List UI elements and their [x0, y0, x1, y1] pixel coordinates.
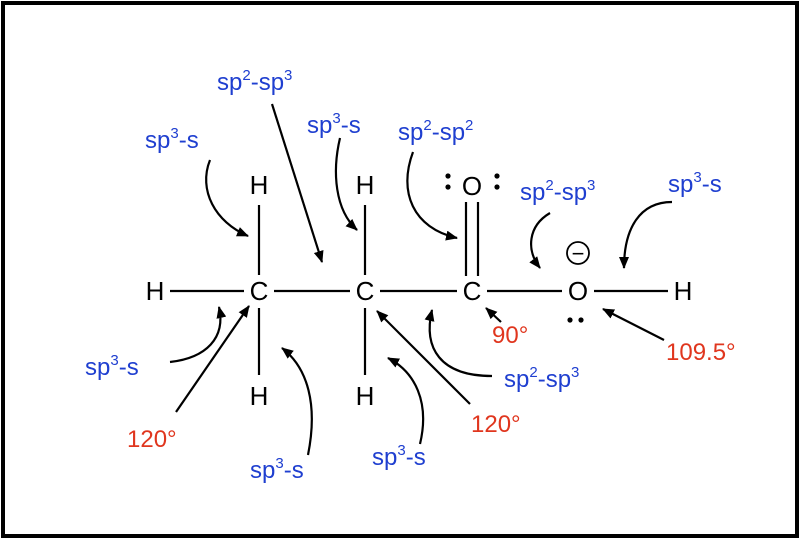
charge-circle: [566, 241, 590, 265]
atom-h-c1-top: H: [250, 170, 269, 200]
atom-h-c2-bottom: H: [356, 381, 375, 411]
arrow-h-c1-left: [169, 306, 227, 364]
arrow-c2c3: [424, 309, 493, 378]
atom-c2: C: [356, 276, 375, 306]
arrow-c2-bottom: [387, 357, 425, 445]
angle-c1: 120°: [127, 426, 177, 453]
lone-pairs: [445, 173, 584, 323]
arrow-c-o-single: [529, 212, 551, 269]
label-c1-bottom: sp3-s: [250, 455, 304, 484]
arrows: [169, 103, 673, 456]
arrow-angle-o: [602, 308, 665, 341]
label-oh: sp3-s: [668, 169, 722, 198]
atom-c3: C: [463, 276, 482, 306]
angle-c3: 90°: [492, 322, 528, 349]
arrow-c1c2: [270, 103, 324, 263]
lone-pair-hydroxyl: [567, 317, 584, 323]
arrow-angle-c1: [175, 305, 250, 413]
lone-pair-carbonyl-right: [494, 173, 500, 190]
atom-h-c2-top: H: [356, 170, 375, 200]
atom-o-hydroxyl: O: [568, 276, 588, 306]
atom-h-right: H: [674, 276, 693, 306]
atoms: H C C C O O H H H H H: [146, 170, 693, 411]
angle-c2: 120°: [471, 411, 521, 438]
atom-o-carbonyl: O: [462, 171, 482, 201]
label-h-c1-left: sp3-s: [85, 352, 139, 381]
atom-c1: C: [250, 276, 269, 306]
arrow-c1-top: [205, 159, 249, 238]
label-co-double: sp2-sp2: [398, 117, 473, 146]
atom-h-left: H: [146, 276, 165, 306]
angle-o: 109.5°: [666, 339, 736, 366]
charge-minus-sign: −: [572, 241, 585, 266]
label-c2c3: sp2-sp3: [504, 364, 579, 393]
arrow-co-double: [406, 151, 458, 241]
hybridization-labels: sp3-s sp2-sp3 sp3-s sp2-sp2 sp2-sp3 sp3-…: [85, 67, 722, 484]
lone-pair-carbonyl-left: [445, 173, 451, 190]
label-c2-top: sp3-s: [307, 110, 361, 139]
arrow-oh: [619, 200, 673, 269]
negative-charge: −: [566, 241, 590, 266]
label-c1-top: sp3-s: [145, 125, 199, 154]
arrow-c2-top: [334, 137, 358, 231]
angle-labels: 120° 120° 90° 109.5°: [127, 322, 736, 453]
arrow-c1-bottom: [281, 347, 313, 456]
label-c2-bottom: sp3-s: [372, 442, 426, 471]
atom-h-c1-bottom: H: [250, 381, 269, 411]
bonds: [170, 202, 668, 375]
label-c1c2: sp2-sp3: [217, 67, 292, 96]
label-c-o-single: sp2-sp3: [520, 177, 595, 206]
arrow-angle-c3: [485, 307, 502, 323]
arrow-angle-c2: [376, 310, 471, 405]
